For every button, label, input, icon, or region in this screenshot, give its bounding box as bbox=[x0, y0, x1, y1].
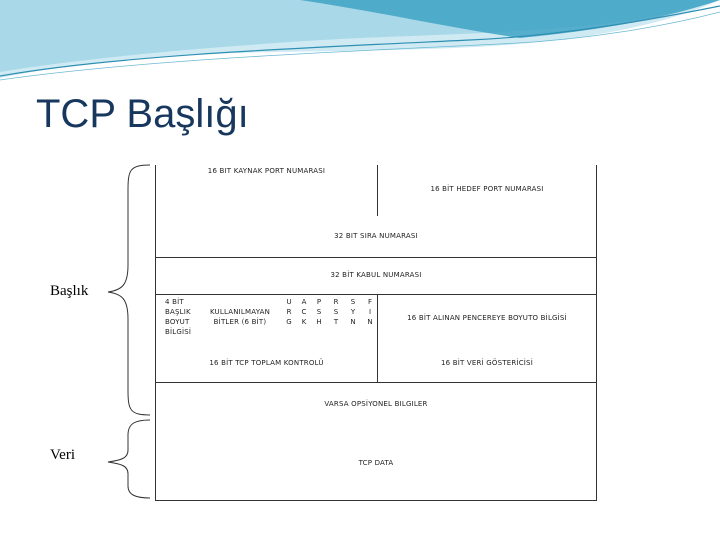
flag-letter: G bbox=[286, 318, 292, 326]
brace-decorations bbox=[107, 164, 151, 499]
header-length-field: 4 BİT BAŞLIK BOYUT BİLGİSİ bbox=[165, 297, 195, 337]
flag-urg: U R G bbox=[282, 297, 296, 327]
urgent-pointer-field: 16 BİT VERİ GÖSTERİCİSİ bbox=[441, 359, 533, 367]
reserved-line: BİTLER (6 BİT) bbox=[213, 318, 267, 326]
flag-letter: F bbox=[367, 298, 373, 306]
flag-letter: A bbox=[301, 298, 307, 306]
flag-letter: U bbox=[286, 298, 292, 306]
flag-letter: N bbox=[367, 318, 373, 326]
reserved-line: KULLANILMAYAN bbox=[209, 308, 271, 316]
destination-port-field: 16 BİT HEDEF PORT NUMARASI bbox=[430, 185, 544, 193]
header-swoosh-decoration bbox=[0, 0, 720, 81]
sequence-number-field: 32 BIT SIRA NUMARASI bbox=[334, 232, 418, 240]
options-field: VARSA OPSİYONEL BILGILER bbox=[324, 400, 428, 408]
flag-letter: H bbox=[316, 318, 322, 326]
flag-letter: P bbox=[316, 298, 322, 306]
flag-ack: A C K bbox=[297, 297, 311, 327]
checksum-field: 16 BİT TCP TOPLAM KONTROLÜ bbox=[209, 359, 324, 367]
flag-letter: C bbox=[301, 308, 307, 316]
reserved-bits-field: KULLANILMAYAN BİTLER (6 BİT) bbox=[200, 307, 280, 327]
header-length-line: BAŞLIK bbox=[165, 308, 191, 316]
data-label: Veri bbox=[50, 447, 75, 463]
row-divider bbox=[156, 257, 596, 258]
header-brace bbox=[107, 164, 151, 416]
flag-letter: N bbox=[350, 318, 356, 326]
window-size-field: 16 BİT ALINAN PENCEREYE BOYUTO BİLGİSİ bbox=[407, 314, 567, 322]
flag-letter: S bbox=[350, 298, 356, 306]
flag-letter: K bbox=[301, 318, 307, 326]
flag-letter: S bbox=[316, 308, 322, 316]
flag-rst: R S T bbox=[329, 297, 343, 327]
header-label: Başlık bbox=[50, 283, 89, 299]
flag-fin: F I N bbox=[363, 297, 377, 327]
flag-letter: R bbox=[333, 298, 339, 306]
header-length-line: 4 BİT bbox=[165, 298, 184, 306]
flag-letter: R bbox=[286, 308, 292, 316]
column-divider bbox=[377, 165, 378, 216]
flag-letter: T bbox=[333, 318, 339, 326]
header-length-line: BOYUT bbox=[165, 318, 190, 326]
flag-letter: I bbox=[368, 308, 372, 316]
tcp-data-field: TCP DATA bbox=[358, 459, 394, 467]
flag-letter: Y bbox=[350, 308, 356, 316]
slide-title: TCP Başlığı bbox=[36, 92, 249, 136]
tcp-header-diagram: 16 BIT KAYNAK PORT NUMARASI 16 BİT HEDEF… bbox=[155, 165, 597, 501]
row-divider bbox=[156, 382, 596, 383]
row-divider bbox=[156, 294, 596, 295]
header-length-line: BİLGİSİ bbox=[165, 328, 192, 336]
flag-syn: S Y N bbox=[346, 297, 360, 327]
column-divider bbox=[377, 294, 378, 382]
acknowledgement-number-field: 32 BİT KABUL NUMARASI bbox=[330, 271, 422, 279]
flag-letter: S bbox=[333, 308, 339, 316]
flag-psh: P S H bbox=[312, 297, 326, 327]
source-port-field: 16 BIT KAYNAK PORT NUMARASI bbox=[207, 167, 326, 175]
data-brace bbox=[107, 419, 151, 499]
